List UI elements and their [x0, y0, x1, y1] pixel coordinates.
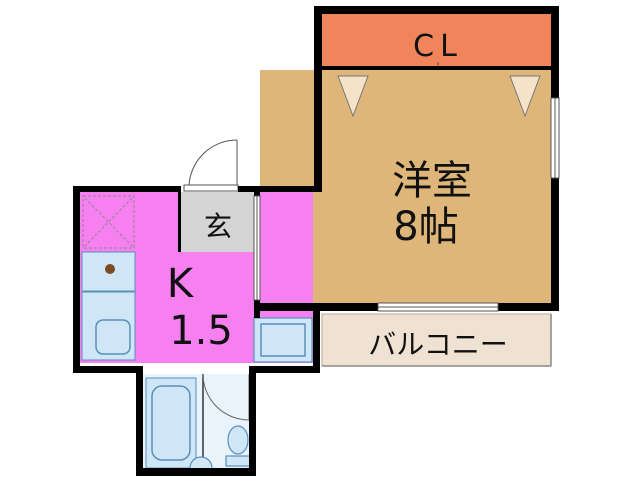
balcony-area	[321, 313, 552, 367]
entrance-door-swing	[188, 139, 238, 187]
entrance-area	[181, 192, 254, 252]
kitchen-label-top: K	[167, 261, 195, 307]
washbasin-bowl	[260, 323, 306, 357]
toilet-tank	[225, 455, 251, 467]
closet-door-left	[337, 75, 369, 118]
bathtub-inner	[151, 385, 191, 461]
bathroom-door-swing	[202, 373, 250, 421]
washer-space	[82, 195, 135, 249]
balcony-label: バルコニー	[368, 328, 507, 361]
western-room-label-top: 洋室	[392, 158, 472, 204]
entrance-label: 玄	[204, 210, 232, 243]
stove-burner	[105, 264, 115, 274]
toilet-bowl	[227, 425, 249, 455]
kitchen-label-bottom: 1.5	[169, 308, 233, 354]
western-room-label-bottom: 8帖	[393, 204, 458, 250]
sink-basin	[95, 319, 131, 355]
closet-door-right	[509, 75, 541, 118]
small-basin	[189, 456, 213, 469]
closet-area	[322, 14, 551, 70]
closet-label: CL	[413, 29, 463, 64]
